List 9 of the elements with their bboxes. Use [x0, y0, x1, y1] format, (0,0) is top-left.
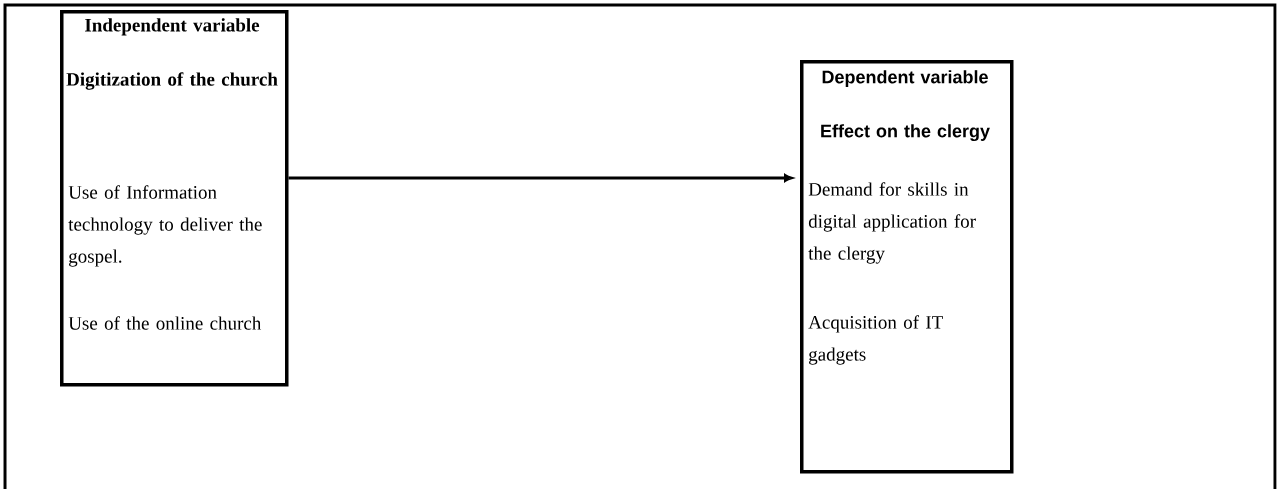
box-heading: Effect on the clergy	[821, 124, 990, 142]
arrow	[288, 174, 793, 182]
box-heading: Independent variable	[85, 18, 260, 36]
box-text: Use of the online church	[68, 316, 262, 330]
box-text: Acquisition of IT gadgets	[808, 315, 943, 365]
box-heading: Digitization of the church	[66, 72, 278, 90]
box-text: Use of Information technology to deliver the gospel.	[68, 185, 262, 267]
box-heading: Dependent variable	[822, 70, 988, 87]
box-text: Demand for skills in digital application for the clergy	[808, 182, 976, 264]
